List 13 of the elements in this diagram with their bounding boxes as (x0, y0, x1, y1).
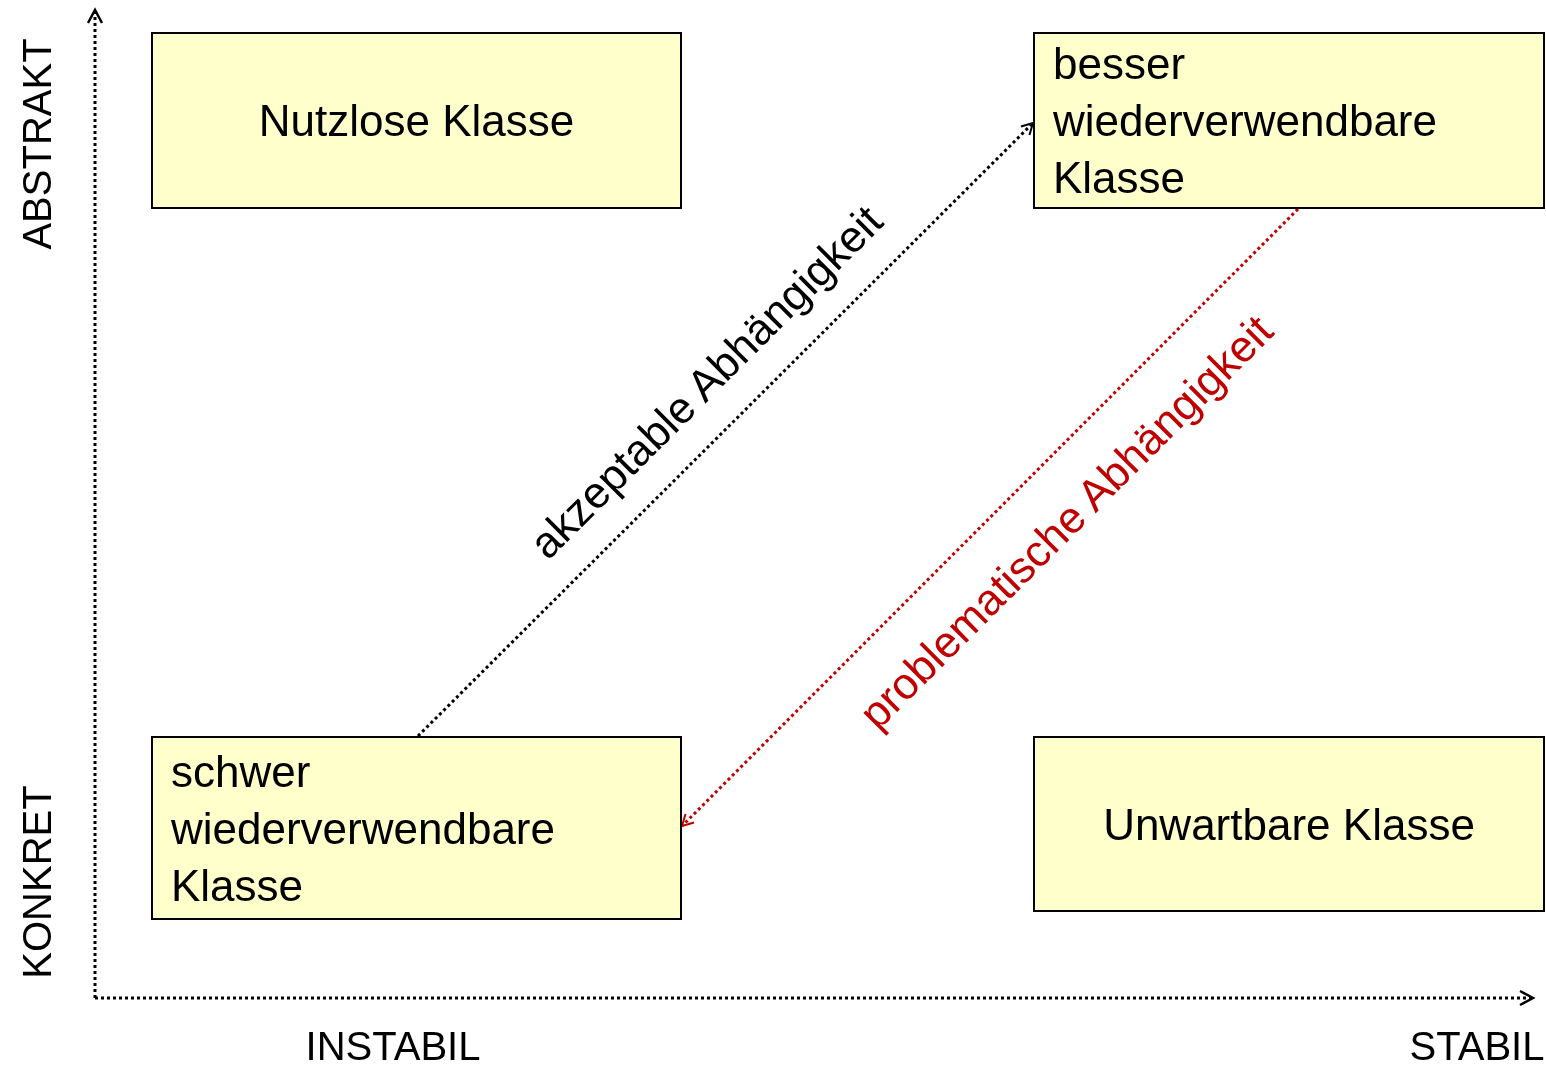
box-label: Unwartbare Klasse (1103, 798, 1475, 851)
axis-label: KONKRET (15, 785, 59, 979)
box-label: Nutzlose Klasse (258, 95, 575, 147)
class-box (151, 32, 682, 209)
class-box (1033, 736, 1545, 912)
class-box (1033, 32, 1545, 209)
box-label: schwer wiederverwendbare Klasse (171, 745, 556, 912)
dotted-arrow (416, 121, 1035, 738)
axis-label: INSTABIL (305, 1024, 481, 1066)
box-label: besser wiederverwendbare Klasse (1053, 38, 1438, 204)
axis-label: STABIL (1409, 1024, 1545, 1066)
axis-label: ABSTRAKT (15, 38, 59, 250)
class-box (151, 736, 682, 920)
